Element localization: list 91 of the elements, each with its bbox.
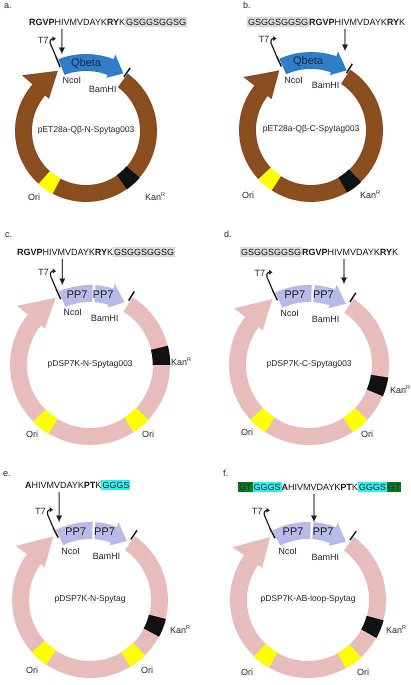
plasmid-name: pET28a-Qβ-C-Spytag003: [262, 123, 360, 133]
plasmid-ring: [239, 69, 383, 202]
promoter-label: T7: [38, 267, 49, 278]
restriction-site-label: BamHI: [90, 312, 118, 323]
highlighted-sequence: GT: [386, 482, 402, 492]
gene-label: PP7: [65, 526, 86, 538]
gene-label: PP7: [284, 288, 306, 301]
pointer-arrow: [311, 494, 317, 522]
plasmid-ring: [230, 536, 386, 678]
feature-label: Ori: [141, 665, 153, 675]
plasmid-ring: [10, 297, 170, 445]
highlighted-sequence: GSGGSGGSG: [113, 247, 176, 257]
promoter-label: T7: [254, 268, 266, 278]
feature-label: Ori: [242, 190, 254, 200]
highlighted-sequence: GSGGSGGSG: [240, 247, 302, 257]
gene-label: Qbeta: [292, 54, 323, 67]
pointer-arrow: [341, 258, 347, 284]
restriction-site-label: BamHI: [312, 80, 340, 90]
restriction-site-label: NcoI: [61, 546, 80, 556]
gene-segment: [279, 51, 347, 76]
feature-label: Ori: [28, 192, 40, 202]
restriction-site-label: NcoI: [278, 546, 297, 556]
pointer-arrow: [342, 28, 348, 51]
promoter-label: T7: [258, 34, 270, 44]
panel-label: e.: [3, 468, 11, 478]
sequence-text: AHIVMVDAYKPTK: [25, 480, 102, 490]
gene-segment: [275, 285, 312, 308]
gene-label: PP7: [92, 288, 114, 301]
gene-segment: [94, 283, 125, 308]
gene-segment: [58, 54, 124, 78]
feature-label: Kan$^{R}$: [360, 190, 380, 200]
panel-label: d.: [224, 229, 232, 239]
plasmid-name: pDSP7K-AB-loop-Spytag: [260, 593, 356, 603]
panel-label: c.: [5, 229, 12, 239]
restriction-site-label: NcoI: [63, 307, 82, 318]
restriction-site-label: BamHI: [312, 314, 340, 324]
restriction-site-label: BamHI: [92, 551, 120, 562]
feature-label: Ori: [26, 665, 38, 675]
gene-label: PP7: [312, 526, 334, 538]
restriction-site-label: BamHI: [311, 552, 339, 562]
restriction-site-label: NcoI: [280, 308, 299, 318]
feature-label: Ori: [361, 429, 373, 439]
gene-label: PP7: [66, 288, 88, 301]
feature-label: Ori: [142, 429, 154, 439]
sequence-text: RGVPHIVMVDAYKRYK: [29, 17, 126, 27]
gene-label: Qbeta: [71, 56, 101, 68]
feature-label: Kan$^{R}$: [145, 192, 165, 202]
gene-segment: [58, 285, 93, 308]
panel-label: a.: [4, 0, 12, 10]
gene-label: PP7: [94, 526, 115, 538]
gene-segment: [312, 522, 346, 546]
panel-label: b.: [243, 0, 251, 10]
highlighted-sequence: GT: [238, 482, 252, 492]
highlighted-sequence: GSGGSGGSG: [247, 17, 310, 27]
restriction-site-label: NcoI: [284, 74, 303, 85]
sequence-text: RGVPHIVMVDAYKRYK: [302, 247, 398, 257]
highlighted-sequence: GGGS: [358, 482, 387, 492]
promoter-label: T7: [35, 506, 46, 516]
highlighted-sequence: GGGS: [101, 480, 130, 490]
promoter-label: T7: [38, 34, 48, 45]
highlighted-sequence: GGGS: [252, 482, 282, 492]
gene-segment: [313, 284, 346, 309]
plasmid-ring: [12, 536, 168, 678]
feature-label: Ori: [26, 429, 38, 439]
feature-label: Ori: [241, 667, 253, 677]
panel-label: f.: [223, 468, 228, 478]
highlighted-sequence: GSGGSGGSG: [125, 17, 188, 27]
sequence-text: RGVPHIVMVDAYKRYK: [309, 17, 406, 27]
pointer-arrow: [58, 28, 65, 54]
sequence-text: RGVPHIVMVDAYKRYK: [17, 247, 114, 257]
gene-label: PP7: [312, 288, 334, 301]
pointer-arrow: [59, 258, 66, 285]
feature-label: Ori: [357, 667, 369, 677]
feature-label: Kan$^{R}$: [170, 625, 190, 635]
plasmid-ring: [229, 298, 389, 445]
pointer-arrow: [56, 492, 62, 522]
plasmid-name: pDSP7K-N-Spytag: [54, 593, 126, 603]
gene-segment: [94, 522, 127, 546]
gene-label: PP7: [282, 526, 304, 538]
feature-label: Ori: [241, 427, 253, 437]
restriction-site-label: BamHI: [88, 84, 116, 94]
gene-segment: [55, 522, 93, 546]
plasmid-name: pDSP7K-N-Spytag003: [47, 358, 133, 368]
plasmid-name: pET28a-Qβ-N-Spytag003: [38, 124, 134, 134]
gene-segment: [272, 522, 311, 546]
feature-label: Kan$^{R}$: [171, 357, 191, 367]
promoter-label: T7: [252, 506, 262, 516]
feature-label: Kan$^{R}$: [386, 625, 406, 635]
feature-label: Kan$^{R}$: [390, 385, 410, 395]
plasmid-name: pDSP7K-C-Spytag003: [266, 358, 352, 368]
restriction-site-label: NcoI: [62, 75, 82, 86]
